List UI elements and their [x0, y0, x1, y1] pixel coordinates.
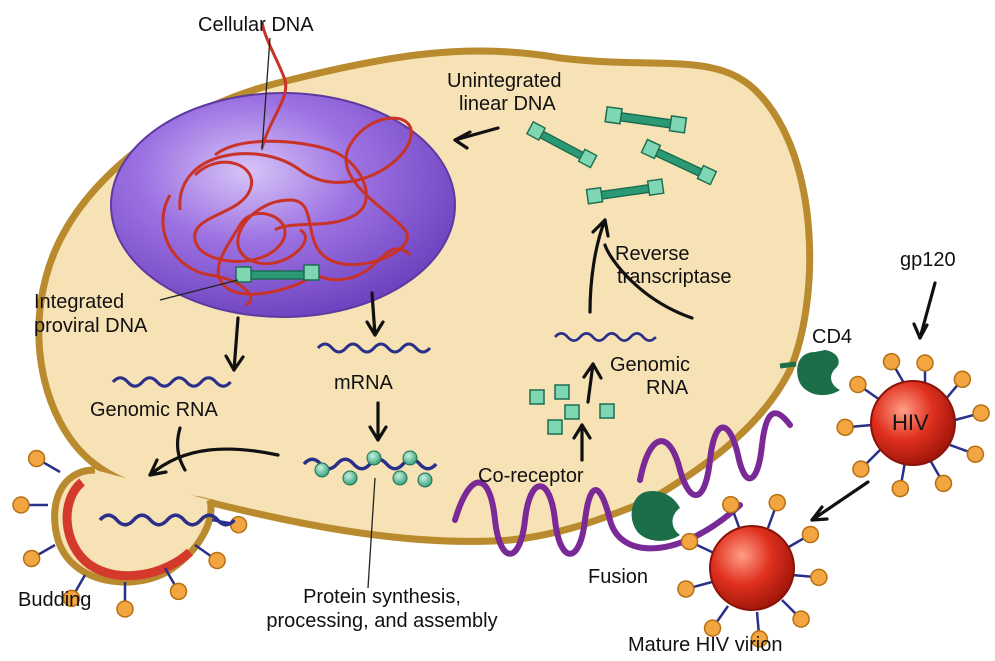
mature-hiv-virion — [676, 492, 827, 647]
label-mature-hiv-virion: Mature HIV virion — [628, 634, 783, 657]
label-mrna: mRNA — [334, 372, 393, 395]
label-integrated-proviral-dna-line1: Integrated — [34, 291, 124, 314]
label-protein-synthesis-line1: Protein synthesis, — [250, 586, 514, 609]
label-cellular-dna: Cellular DNA — [198, 14, 314, 37]
label-genomic-rna-right-line1: Genomic — [610, 354, 690, 377]
label-integrated-proviral-dna-line2: proviral DNA — [34, 315, 147, 338]
label-genomic-rna-left: Genomic RNA — [90, 399, 218, 422]
nucleus — [111, 93, 455, 317]
label-reverse-transcriptase-line2: transcriptase — [617, 266, 732, 289]
label-protein-synthesis-line2: processing, and assembly — [214, 610, 550, 633]
label-fusion: Fusion — [588, 566, 648, 589]
label-cd4: CD4 — [812, 326, 852, 349]
label-budding: Budding — [18, 589, 91, 612]
label-hiv: HIV — [892, 410, 929, 436]
cd4-receptor-fusion — [632, 491, 680, 541]
label-co-receptor: Co-receptor — [478, 465, 584, 488]
label-unintegrated-dna-line1: Unintegrated — [447, 70, 562, 93]
label-gp120: gp120 — [900, 249, 956, 272]
label-reverse-transcriptase-line1: Reverse — [615, 243, 689, 266]
label-genomic-rna-right-line2: RNA — [646, 377, 688, 400]
label-unintegrated-dna-line2: linear DNA — [459, 93, 556, 116]
